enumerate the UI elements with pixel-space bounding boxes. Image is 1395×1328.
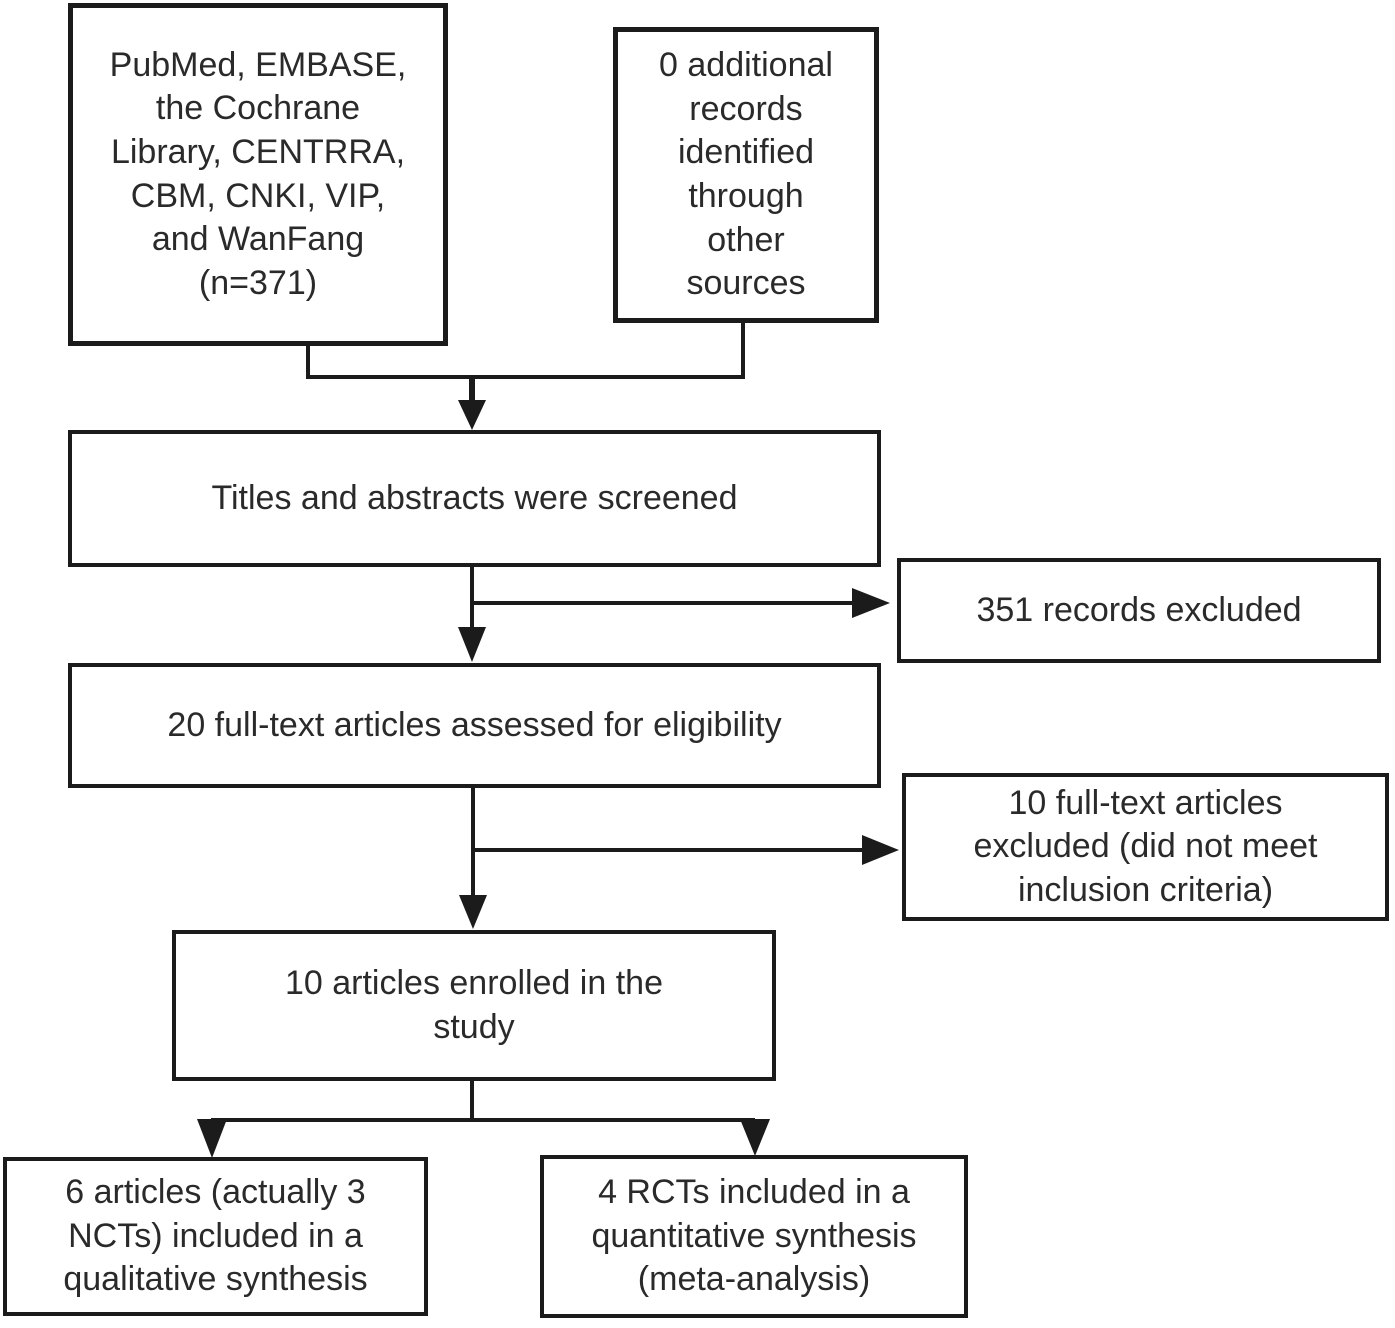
flow-box-identification-other-sources-label: 0 additional records identified through … — [659, 46, 833, 303]
arrowhead-into-screened — [458, 400, 486, 430]
flow-box-quantitative-synthesis: 4 RCTs included in a quantitative synthe… — [540, 1155, 968, 1318]
flow-box-quantitative-synthesis-label: 4 RCTs included in a quantitative synthe… — [591, 1173, 917, 1299]
arrowhead-into-fulltext — [458, 627, 486, 662]
arrowhead-into-quantitative — [740, 1119, 770, 1156]
flow-box-fulltext-assessed-label: 20 full-text articles assessed for eligi… — [167, 705, 782, 744]
flow-box-identification-other-sources: 0 additional records identified through … — [613, 27, 879, 323]
arrowhead-into-records-excluded — [852, 588, 890, 618]
flow-box-records-excluded: 351 records excluded — [897, 558, 1381, 663]
flow-box-fulltext-excluded: 10 full-text articles excluded (did not … — [902, 773, 1389, 921]
flow-box-qualitative-synthesis: 6 articles (actually 3 NCTs) included in… — [3, 1157, 428, 1316]
flow-box-articles-enrolled-label: 10 articles enrolled in the study — [284, 963, 663, 1046]
flow-box-fulltext-assessed: 20 full-text articles assessed for eligi… — [68, 663, 881, 788]
flow-box-titles-abstracts-screened-label: Titles and abstracts were screened — [211, 478, 738, 517]
flow-box-articles-enrolled: 10 articles enrolled in the study — [172, 930, 776, 1081]
arrowhead-into-enrolled — [459, 895, 487, 929]
flow-box-fulltext-excluded-label: 10 full-text articles excluded (did not … — [973, 783, 1318, 909]
flow-box-qualitative-synthesis-label: 6 articles (actually 3 NCTs) included in… — [63, 1173, 368, 1299]
flow-box-titles-abstracts-screened: Titles and abstracts were screened — [68, 430, 881, 567]
flow-box-identification-databases: PubMed, EMBASE, the Cochrane Library, CE… — [68, 3, 448, 346]
flow-box-records-excluded-label: 351 records excluded — [976, 590, 1302, 629]
flow-box-identification-databases-label: PubMed, EMBASE, the Cochrane Library, CE… — [109, 45, 407, 302]
arrowhead-into-qualitative — [197, 1119, 227, 1158]
arrowhead-into-fulltext-excluded — [862, 835, 899, 865]
